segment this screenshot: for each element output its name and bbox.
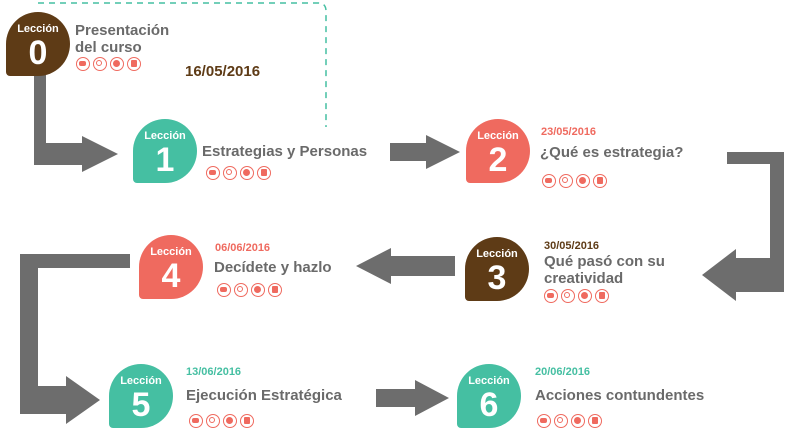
documents-icon[interactable] <box>127 57 141 71</box>
arrow-4-to-5 <box>20 254 130 424</box>
title-line: Ejecución Estratégica <box>186 387 342 404</box>
search-icon[interactable] <box>561 289 575 303</box>
lesson-4-badge[interactable]: Lección 4 <box>139 235 203 299</box>
lesson-number: 0 <box>28 34 48 72</box>
title-line: Estrategias y Personas <box>202 143 368 160</box>
alert-icon[interactable] <box>576 174 590 188</box>
lesson-0-resource-icons <box>76 57 141 71</box>
arrow-3-to-4 <box>356 248 455 284</box>
alert-icon[interactable] <box>240 166 254 180</box>
search-icon[interactable] <box>223 166 237 180</box>
lesson-3-badge[interactable]: Lección 3 <box>465 237 529 301</box>
chat-icon[interactable] <box>537 414 551 428</box>
documents-icon[interactable] <box>268 283 282 297</box>
chat-icon[interactable] <box>76 57 90 71</box>
lesson-3-resource-icons <box>544 289 609 303</box>
lesson-0-title[interactable]: Presentación del curso <box>75 22 169 56</box>
lesson-number: 4 <box>161 257 181 295</box>
title-line: Decídete y hazlo <box>214 259 332 276</box>
title-line: Qué pasó con su <box>544 253 665 270</box>
lesson-5-title[interactable]: Ejecución Estratégica <box>186 387 342 404</box>
alert-icon[interactable] <box>571 414 585 428</box>
lesson-word: Lección <box>17 23 59 35</box>
documents-icon[interactable] <box>593 174 607 188</box>
lesson-4-date: 06/06/2016 <box>215 242 271 254</box>
arrow-5-to-6 <box>376 380 449 416</box>
chat-icon[interactable] <box>189 414 203 428</box>
arrow-2-to-3 <box>702 152 784 301</box>
documents-icon[interactable] <box>257 166 271 180</box>
alert-icon[interactable] <box>110 57 124 71</box>
lesson-6-resource-icons <box>537 414 602 428</box>
search-icon[interactable] <box>206 414 220 428</box>
lesson-word: Lección <box>477 130 519 142</box>
lesson-3-date: 30/05/2016 <box>544 240 600 252</box>
lesson-0-badge[interactable]: Lección 0 <box>6 12 70 76</box>
chat-icon[interactable] <box>544 289 558 303</box>
arrow-1-to-2 <box>390 135 460 169</box>
lesson-word: Lección <box>150 246 192 258</box>
alert-icon[interactable] <box>251 283 265 297</box>
search-icon[interactable] <box>93 57 107 71</box>
lesson-2-badge[interactable]: Lección 2 <box>466 119 530 183</box>
lesson-number: 2 <box>488 141 508 179</box>
chat-icon[interactable] <box>217 283 231 297</box>
title-line: del curso <box>75 39 142 56</box>
lesson-number: 6 <box>479 386 499 424</box>
lesson-3-title[interactable]: Qué pasó con su creatividad <box>544 253 665 287</box>
lesson-1-resource-icons <box>206 166 271 180</box>
title-line: creatividad <box>544 270 624 287</box>
documents-icon[interactable] <box>240 414 254 428</box>
documents-icon[interactable] <box>595 289 609 303</box>
lesson-word: Lección <box>468 375 510 387</box>
lesson-word: Lección <box>144 130 186 142</box>
lesson-4-resource-icons <box>217 283 282 297</box>
documents-icon[interactable] <box>588 414 602 428</box>
title-line: Acciones contundentes <box>535 387 705 404</box>
lesson-number: 3 <box>487 259 507 297</box>
chat-icon[interactable] <box>206 166 220 180</box>
search-icon[interactable] <box>554 414 568 428</box>
title-line: Presentación <box>75 22 170 39</box>
lesson-5-date: 13/06/2016 <box>186 366 242 378</box>
lesson-5-resource-icons <box>189 414 254 428</box>
alert-icon[interactable] <box>578 289 592 303</box>
lesson-6-badge[interactable]: Lección 6 <box>457 364 521 428</box>
lesson-1-badge[interactable]: Lección 1 <box>133 119 197 183</box>
course-start-date: 16/05/2016 <box>185 63 261 80</box>
lesson-number: 1 <box>155 141 175 179</box>
search-icon[interactable] <box>234 283 248 297</box>
lesson-4-title[interactable]: Decídete y hazlo <box>214 259 332 276</box>
lesson-2-resource-icons <box>542 174 607 188</box>
lesson-1-title[interactable]: Estrategias y Personas <box>202 143 367 160</box>
arrow-0-to-1 <box>34 68 118 172</box>
lesson-6-title[interactable]: Acciones contundentes <box>535 387 704 404</box>
alert-icon[interactable] <box>223 414 237 428</box>
dashed-frame <box>38 2 327 127</box>
lesson-6-date: 20/06/2016 <box>535 366 591 378</box>
lesson-word: Lección <box>476 248 518 260</box>
lesson-5-badge[interactable]: Lección 5 <box>109 364 173 428</box>
search-icon[interactable] <box>559 174 573 188</box>
lesson-2-date: 23/05/2016 <box>541 126 597 138</box>
title-line: ¿Qué es estrategia? <box>540 144 684 161</box>
lesson-number: 5 <box>131 386 151 424</box>
lesson-2-title[interactable]: ¿Qué es estrategia? <box>540 144 683 161</box>
lesson-word: Lección <box>120 375 162 387</box>
chat-icon[interactable] <box>542 174 556 188</box>
